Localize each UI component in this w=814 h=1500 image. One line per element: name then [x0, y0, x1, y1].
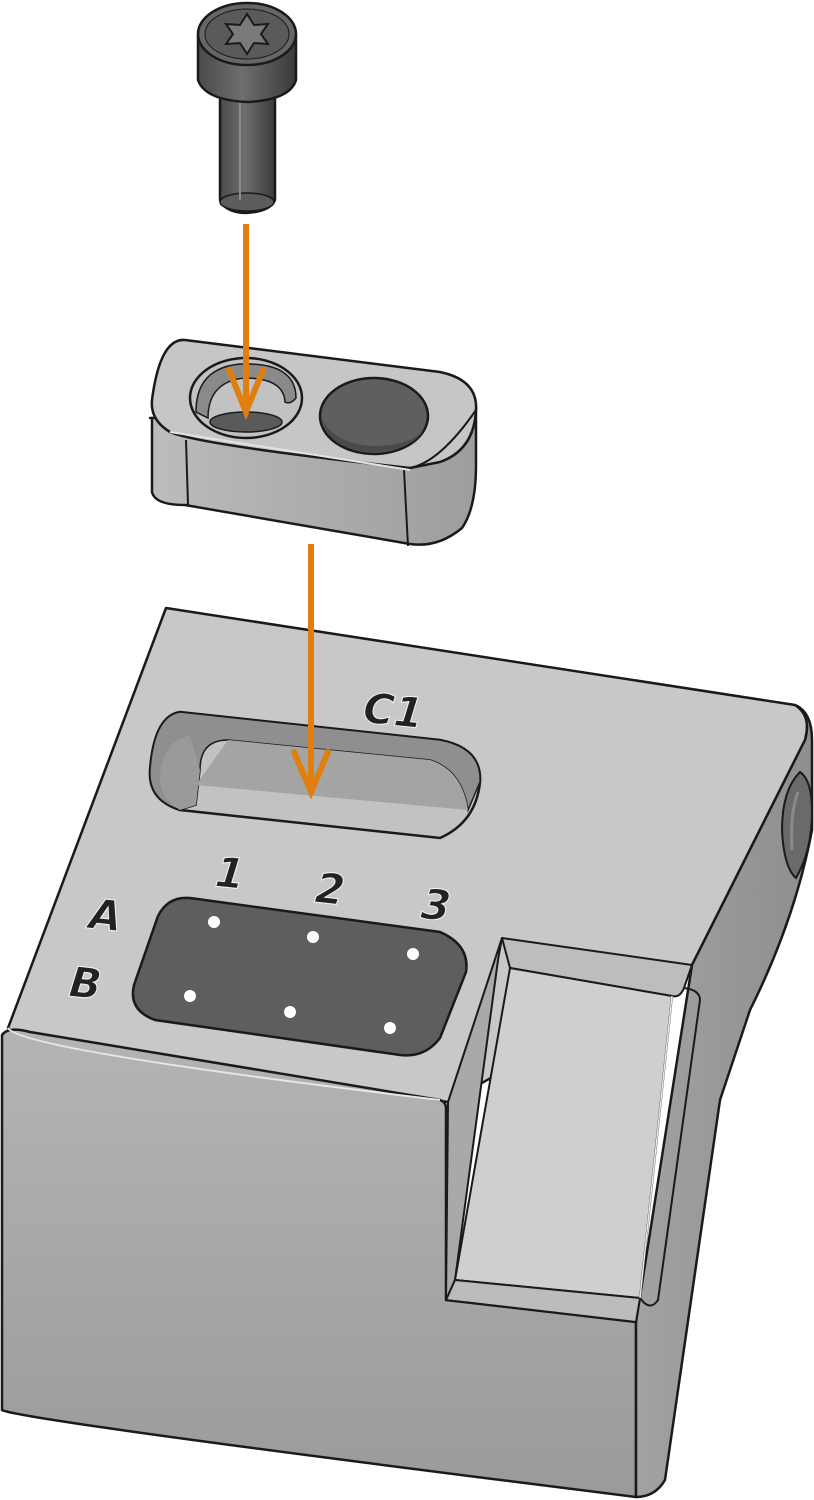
- label-slot-c1: C1: [361, 683, 426, 738]
- dot-b3: [384, 1022, 396, 1034]
- dot-a1: [208, 916, 220, 928]
- arrow-down-icon: [291, 544, 331, 800]
- marker-plate: [131, 896, 468, 1057]
- marker-dots: [184, 916, 419, 1034]
- torx-screw-icon: [196, 1, 298, 215]
- step-bottom-strip: [445, 1279, 641, 1323]
- dot-b1: [184, 990, 196, 1002]
- label-row-b: B: [67, 957, 104, 1009]
- arrow-down-icon: [226, 224, 266, 420]
- label-row-a: A: [84, 889, 124, 941]
- base-front-face: [0, 1028, 638, 1499]
- step-wall: [445, 937, 503, 1301]
- torx-recess: [223, 12, 271, 56]
- label-col-1: 1: [213, 847, 247, 899]
- dot-a2: [307, 931, 319, 943]
- dot-b2: [284, 1006, 296, 1018]
- base-block: C1 1 2 3 A B: [0, 606, 814, 1499]
- label-col-3: 3: [419, 879, 453, 931]
- side-hole: [780, 770, 814, 880]
- base-right-face: [634, 703, 814, 1499]
- washer-plug: [318, 376, 430, 456]
- clamp-washer: [148, 338, 478, 547]
- label-col-2: 2: [313, 863, 347, 915]
- dot-a3: [407, 948, 419, 960]
